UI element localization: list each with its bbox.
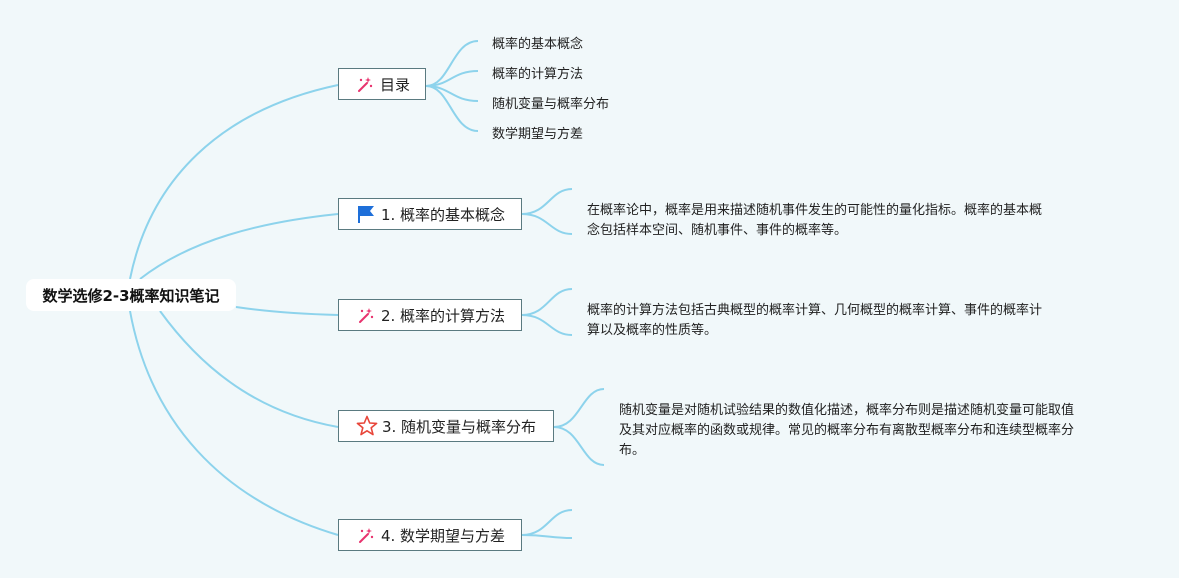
random-variables-desc-line-3: 布。 bbox=[619, 443, 646, 458]
connector-b1-desc-bottom bbox=[521, 213, 573, 235]
calculation-methods-desc-line-1: 概率的计算方法包括古典概型的概率计算、几何概型的概率计算、事件的概率计 bbox=[587, 303, 1043, 318]
connector-root-toc bbox=[129, 84, 339, 280]
branch-random-variables-label: 3. 随机变量与概率分布 bbox=[381, 417, 537, 436]
random-variables-desc-line-2: 及其对应概率的函数或规律。常见的概率分布有离散型概率分布和连续型概率分 bbox=[619, 423, 1075, 438]
toc-item-4[interactable]: 数学期望与方差 bbox=[492, 127, 584, 142]
connector-b4-top bbox=[521, 509, 573, 536]
basic-concepts-description: 在概率论中，概率是用来描述随机事件发生的可能性的量化指标。概率的基本概 念包括样… bbox=[587, 201, 1087, 241]
branch-random-variables[interactable]: 3. 随机变量与概率分布 bbox=[338, 410, 554, 442]
calculation-methods-desc-line-2: 算以及概率的性质等。 bbox=[587, 323, 718, 338]
connector-b3-desc-bottom bbox=[553, 426, 605, 466]
toc-item-3[interactable]: 随机变量与概率分布 bbox=[492, 97, 610, 112]
branch-toc[interactable]: 目录 bbox=[338, 68, 426, 100]
star-outline-icon bbox=[356, 415, 378, 437]
blue-flag-icon bbox=[355, 203, 377, 225]
random-variables-description: 随机变量是对随机试验结果的数值化描述，概率分布则是描述随机变量可能取值 及其对应… bbox=[619, 401, 1119, 461]
branch-expectation-variance[interactable]: 4. 数学期望与方差 bbox=[338, 519, 522, 551]
connector-b2-desc-bottom bbox=[521, 314, 573, 336]
connector-b4-bottom bbox=[521, 534, 573, 539]
root-title: 数学选修2-3概率知识笔记 bbox=[42, 286, 220, 305]
branch-expectation-variance-label: 4. 数学期望与方差 bbox=[380, 526, 506, 545]
branch-calculation-methods[interactable]: 2. 概率的计算方法 bbox=[338, 299, 522, 331]
connector-root-b3 bbox=[159, 310, 339, 428]
connector-root-b4 bbox=[129, 310, 339, 536]
branch-toc-label: 目录 bbox=[379, 75, 410, 94]
branch-basic-concepts[interactable]: 1. 概率的基本概念 bbox=[338, 198, 522, 230]
connector-toc-1 bbox=[425, 40, 479, 87]
basic-concepts-desc-line-2: 念包括样本空间、随机事件、事件的概率等。 bbox=[587, 223, 848, 238]
connector-root-b2 bbox=[235, 306, 339, 316]
branch-basic-concepts-label: 1. 概率的基本概念 bbox=[380, 205, 506, 224]
toc-item-1[interactable]: 概率的基本概念 bbox=[492, 37, 584, 52]
random-variables-desc-line-1: 随机变量是对随机试验结果的数值化描述，概率分布则是描述随机变量可能取值 bbox=[619, 403, 1075, 418]
branch-calculation-methods-label: 2. 概率的计算方法 bbox=[380, 306, 506, 325]
connector-b1-desc-top bbox=[521, 188, 573, 215]
sparkle-wand-icon bbox=[354, 73, 376, 95]
connector-root-b1 bbox=[139, 213, 339, 280]
connector-b3-desc-top bbox=[553, 388, 605, 428]
calculation-methods-description: 概率的计算方法包括古典概型的概率计算、几何概型的概率计算、事件的概率计 算以及概… bbox=[587, 301, 1087, 341]
root-node[interactable]: 数学选修2-3概率知识笔记 bbox=[26, 279, 236, 311]
sparkle-wand-icon bbox=[355, 304, 377, 326]
connector-toc-4 bbox=[425, 85, 479, 132]
sparkle-wand-icon bbox=[355, 524, 377, 546]
toc-item-2[interactable]: 概率的计算方法 bbox=[492, 67, 584, 82]
basic-concepts-desc-line-1: 在概率论中，概率是用来描述随机事件发生的可能性的量化指标。概率的基本概 bbox=[587, 203, 1043, 218]
connector-b2-desc-top bbox=[521, 288, 573, 316]
